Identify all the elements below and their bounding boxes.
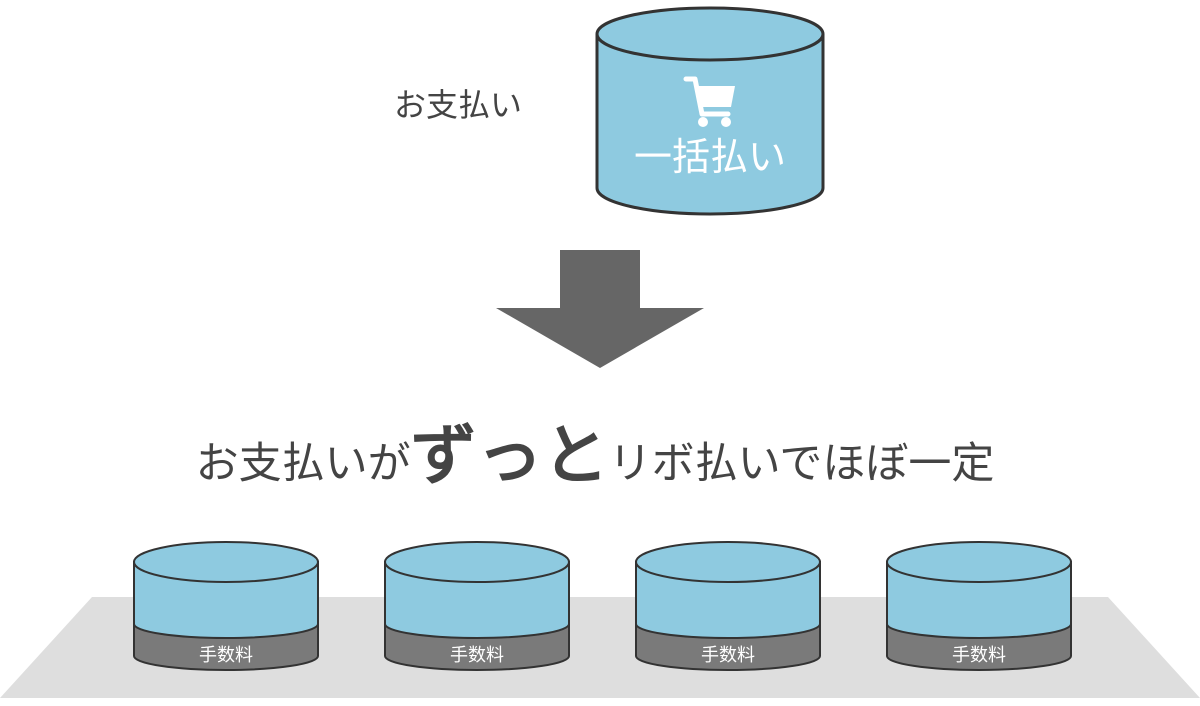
lump-sum-cylinder-top [595,6,825,62]
arrow-down-icon [496,250,704,368]
headline-part1: お支払いが [196,439,411,489]
lump-sum-cylinder: 一括払い [595,6,825,216]
fee-label: 手数料 [952,645,1006,666]
payment-label: お支払い [394,86,522,124]
installment-cylinders: 手数料 手数料 手数料 手数料 [133,541,1072,671]
installment-cylinder: 手数料 [635,541,821,671]
shopping-cart-icon [683,76,735,127]
fee-label: 手数料 [701,645,755,666]
installment-cylinder: 手数料 [886,541,1072,671]
headline-emphasis: ずっと [411,417,609,494]
headline: お支払いがずっとリボ払いでほぼ一定 [196,417,995,494]
installment-cylinder: 手数料 [384,541,570,671]
lump-sum-cylinder-body [595,34,825,216]
headline-part2: リボ払いでほぼ一定 [609,439,995,489]
fee-label: 手数料 [199,645,253,666]
lump-sum-label: 一括払い [634,135,786,179]
fee-label: 手数料 [450,645,504,666]
installment-cylinder: 手数料 [133,541,319,671]
